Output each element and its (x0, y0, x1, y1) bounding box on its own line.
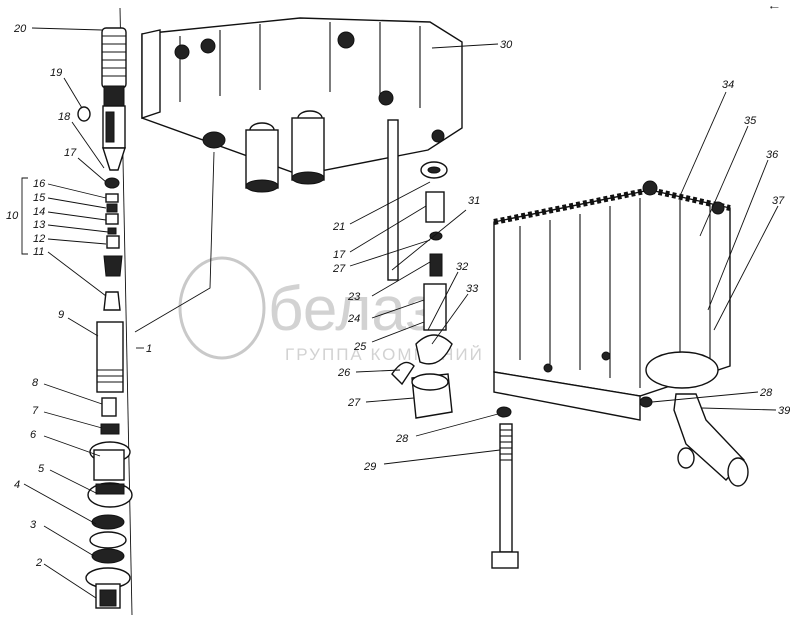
callout-18: 18 (58, 111, 71, 123)
callout-13: 13 (33, 219, 46, 231)
middle-fasteners (391, 161, 519, 569)
callout-27-lower: 27 (347, 397, 361, 409)
callout-11: 11 (33, 246, 44, 258)
callout-5: 5 (38, 463, 45, 475)
callout-32: 32 (456, 261, 468, 273)
callout-1: 1 (146, 343, 152, 355)
callout-28-right: 28 (759, 387, 773, 399)
callout-30: 30 (500, 39, 513, 51)
callout-34: 34 (722, 79, 734, 91)
cylinder-head (141, 17, 463, 281)
watermark-brand: белаз (268, 275, 434, 344)
callout-36: 36 (766, 149, 779, 161)
callout-17-middle: 17 (333, 249, 346, 261)
callout-6: 6 (30, 429, 37, 441)
corner-mark: •─ (770, 3, 779, 12)
callout-31: 31 (468, 195, 480, 207)
callout-2: 2 (35, 557, 42, 569)
callout-12: 12 (33, 233, 45, 245)
callout-37: 37 (772, 195, 785, 207)
callout-9: 9 (58, 309, 64, 321)
injector-stack (77, 27, 133, 609)
callout-33: 33 (466, 283, 479, 295)
callout-7: 7 (32, 405, 39, 417)
callout-3: 3 (30, 519, 37, 531)
group-bracket-10 (21, 177, 28, 255)
callout-8: 8 (32, 377, 39, 389)
watermark-tagline: ГРУППА КОМПАНИЙ (285, 345, 484, 364)
callout-14: 14 (33, 206, 45, 218)
callout-25: 25 (353, 341, 367, 353)
callout-26: 26 (337, 367, 351, 379)
callout-24: 24 (347, 313, 360, 325)
callout-15: 15 (33, 192, 46, 204)
valve-cover (493, 180, 749, 487)
callout-4: 4 (14, 479, 20, 491)
callout-20: 20 (13, 23, 27, 35)
callout-10: 10 (6, 210, 19, 222)
callout-23: 23 (347, 291, 361, 303)
callout-17: 17 (64, 147, 77, 159)
callout-28-middle: 28 (395, 433, 409, 445)
callout-labels: 20 19 18 17 16 15 14 13 12 11 10 9 1 8 7… (6, 23, 790, 569)
callout-35: 35 (744, 115, 757, 127)
callout-39: 39 (778, 405, 790, 417)
callout-27-upper: 27 (332, 263, 346, 275)
leader-lines (23, 27, 779, 599)
injector-to-head-line (134, 151, 215, 333)
callout-16: 16 (33, 178, 46, 190)
callout-21: 21 (332, 221, 345, 233)
callout-19: 19 (50, 67, 62, 79)
callout-29: 29 (363, 461, 376, 473)
